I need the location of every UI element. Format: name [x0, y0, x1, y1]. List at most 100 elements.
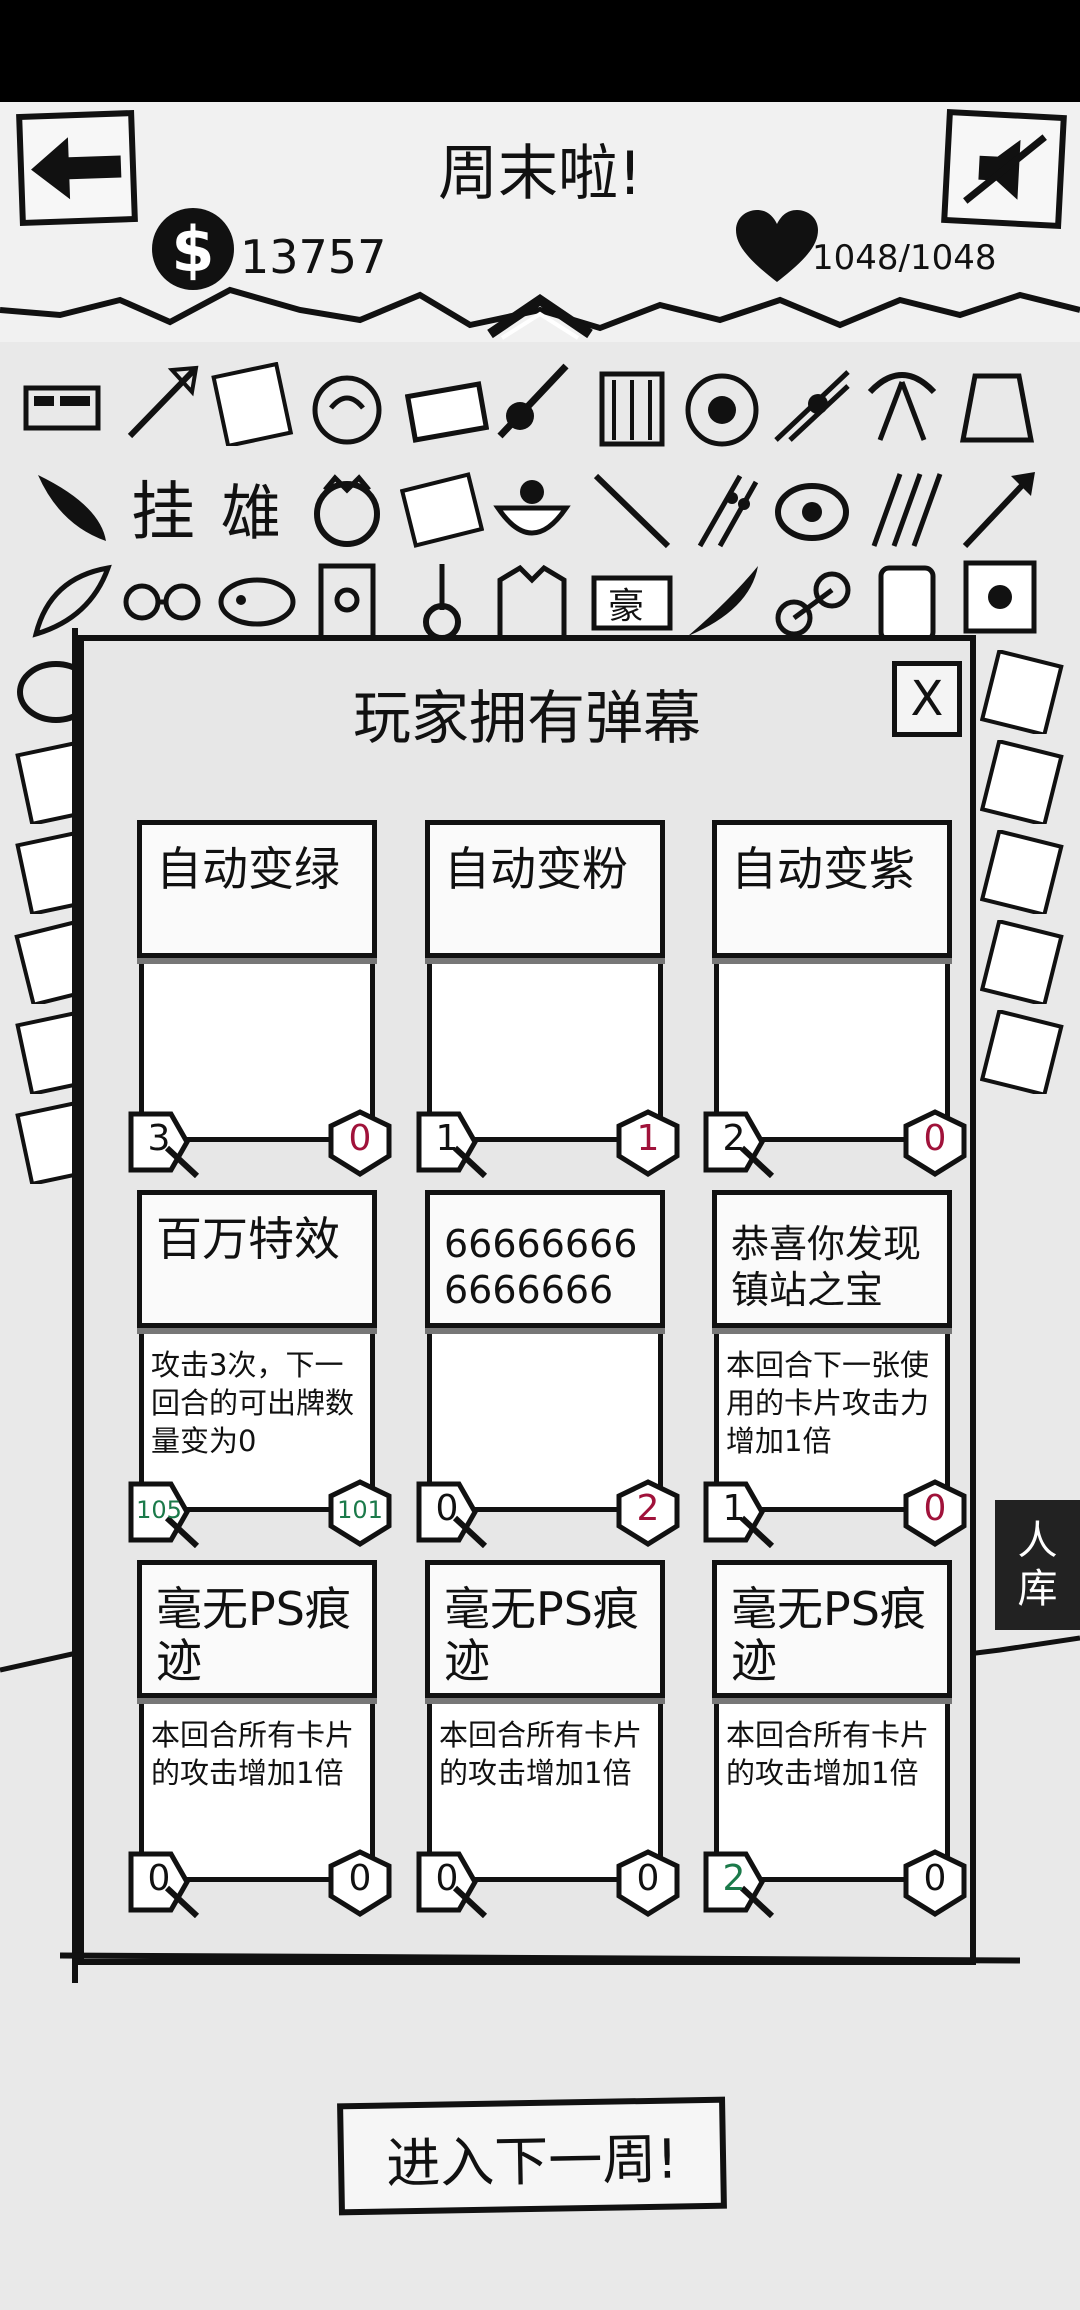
close-button[interactable]: X [892, 661, 962, 737]
card-name-box: 毫无PS痕迹 [712, 1560, 952, 1698]
card-name-box: 自动变绿 [137, 820, 377, 958]
card-name-box: 毫无PS痕迹 [137, 1560, 377, 1698]
item-doodle-icon [127, 365, 199, 439]
attack-badge-icon [416, 1111, 488, 1178]
card-left-value: 2 [722, 1858, 746, 1899]
defense-badge-icon [616, 1109, 680, 1177]
item-doodle-icon [32, 564, 112, 638]
item-doodle-icon [962, 472, 1035, 549]
item-doodle-icon [963, 560, 1037, 634]
item-doodle-icon [218, 577, 296, 627]
card-right-value: 101 [337, 1496, 383, 1524]
status-bar [0, 0, 1080, 102]
close-label: X [910, 671, 944, 727]
card-name-box: 恭喜你发现镇站之宝 [712, 1190, 952, 1328]
card-name: 毫无PS痕迹 [156, 1582, 351, 1688]
item-doodle-icon: 雄 [221, 479, 281, 549]
card-description: 攻击3次，下一回合的可出牌数量变为0 [151, 1348, 355, 1458]
item-doodle-icon [123, 583, 201, 621]
card-name: 自动变粉 [444, 842, 628, 896]
speaker-muted-icon [963, 134, 1047, 204]
item-doodle-icon [211, 362, 294, 446]
card-left-value: 105 [136, 1496, 182, 1524]
card-right-value: 0 [923, 1488, 947, 1529]
card-left-value: 1 [435, 1118, 459, 1159]
panel-border-left [72, 628, 78, 1983]
next-week-label: 进入下一周! [385, 2126, 679, 2196]
card-left-value: 3 [147, 1118, 171, 1159]
item-doodle-icon: 豪 [591, 575, 673, 631]
item-doodle-icon [775, 571, 851, 637]
defense-badge-icon [328, 1109, 392, 1177]
card-description: 本回合下一张使用的卡片攻击力增加1倍 [726, 1348, 930, 1458]
back-button[interactable] [16, 109, 138, 227]
heart-icon [736, 210, 818, 282]
next-week-button[interactable]: 进入下一周! [337, 2096, 727, 2216]
card-left-value: 0 [435, 1488, 459, 1529]
danmaku-card[interactable]: 666666666666666 0 2 [416, 1190, 680, 1564]
card-right-value: 0 [923, 1118, 947, 1159]
defense-badge-icon [328, 1849, 392, 1917]
item-doodle-icon [688, 566, 758, 636]
card-name-box: 毫无PS痕迹 [425, 1560, 665, 1698]
attack-badge-icon [128, 1481, 200, 1548]
item-doodle-icon [318, 563, 376, 643]
danmaku-card[interactable]: 自动变紫 2 0 [703, 820, 967, 1194]
item-doodle-icon [593, 473, 671, 549]
mute-button[interactable] [941, 108, 1067, 230]
item-doodle-icon [774, 370, 850, 442]
item-doodle-icon [685, 373, 759, 447]
card-name: 恭喜你发现镇站之宝 [731, 1222, 922, 1312]
item-doodle-icon [980, 1010, 1064, 1094]
item-doodle-icon [697, 474, 759, 548]
defense-badge-icon [903, 1479, 967, 1547]
card-description: 本回合所有卡片的攻击增加1倍 [151, 1718, 355, 1790]
back-arrow-icon [31, 137, 122, 200]
svg-text:雄: 雄 [221, 479, 281, 549]
card-name-box: 666666666666666 [425, 1190, 665, 1328]
side-shortcut-label: 人 库 [1017, 1518, 1058, 1612]
item-doodle-icon [493, 480, 571, 536]
defense-badge-icon [903, 1109, 967, 1177]
card-name: 666666666666666 [444, 1222, 638, 1312]
card-right-value: 2 [636, 1488, 660, 1529]
dialog-title: 玩家拥有弹幕 [352, 684, 701, 752]
item-doodle-icon [867, 372, 937, 441]
card-left-value: 0 [435, 1858, 459, 1899]
torn-paper-edge [0, 286, 1080, 332]
item-doodle-icon [775, 483, 849, 541]
card-right-value: 0 [923, 1858, 947, 1899]
svg-text:挂: 挂 [131, 476, 195, 550]
item-doodle-icon [871, 473, 943, 547]
defense-badge-icon [903, 1849, 967, 1917]
card-description: 本回合所有卡片的攻击增加1倍 [439, 1718, 643, 1790]
card-name: 自动变紫 [731, 842, 915, 896]
item-doodle-icon [980, 920, 1064, 1004]
side-shortcut-button[interactable]: 人 库 [995, 1500, 1080, 1630]
item-doodle-icon [405, 381, 489, 443]
card-name: 毫无PS痕迹 [444, 1582, 639, 1688]
attack-badge-icon [703, 1481, 775, 1548]
defense-badge-icon [328, 1479, 392, 1547]
item-doodle-icon [312, 375, 382, 445]
card-left-value: 0 [147, 1858, 171, 1899]
card-name: 毫无PS痕迹 [731, 1582, 926, 1688]
card-left-value: 2 [722, 1118, 746, 1159]
defense-badge-icon [616, 1849, 680, 1917]
item-doodle-icon [497, 363, 569, 439]
attack-badge-icon [128, 1851, 200, 1918]
collapse-chevron-icon[interactable] [480, 292, 600, 342]
attack-badge-icon [703, 1111, 775, 1178]
item-doodle-icon [980, 830, 1064, 914]
defense-badge-icon [616, 1479, 680, 1547]
item-doodle-icon [400, 472, 484, 548]
attack-badge-icon [703, 1851, 775, 1918]
